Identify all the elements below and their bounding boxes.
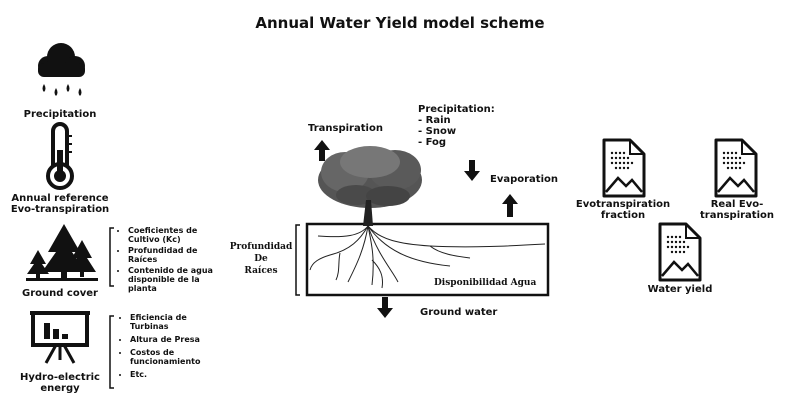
- ground-cover-list: Coeficientes de Cultivo (Kc) Profundidad…: [118, 226, 216, 295]
- thermometer-icon: [46, 122, 74, 190]
- root-depth-line2: De: [254, 254, 268, 264]
- diagram-title: Annual Water Yield model scheme: [255, 14, 545, 32]
- ground-cover-label: Ground cover: [22, 288, 98, 299]
- precipitation-types: Precipitation: - Rain - Snow - Fog: [418, 104, 495, 148]
- ground-cover-bracket: [109, 227, 114, 287]
- root-depth-line3: Raíces: [244, 266, 278, 276]
- precipitation-heading: Precipitation:: [418, 104, 495, 115]
- forest-icon: [26, 224, 98, 281]
- precipitation-label: Precipitation: [23, 109, 97, 120]
- cloud-rain-icon: [38, 43, 85, 96]
- water-availability-label: Disponibilidad Agua: [434, 278, 537, 288]
- list-item: Costos de funcionamiento: [130, 348, 216, 366]
- et-reference-label: Annual reference Evo-transpiration: [5, 193, 115, 215]
- list-item: Contenido de agua disponible de la plant…: [128, 266, 216, 293]
- real-et-label: Real Evo- transpiration: [693, 199, 781, 221]
- root-depth-bracket: [295, 224, 300, 296]
- roots-icon: [309, 225, 546, 289]
- real-et-line2: transpiration: [700, 210, 774, 221]
- precipitation-down-arrow: [464, 160, 480, 181]
- list-item: Coeficientes de Cultivo (Kc): [128, 226, 216, 244]
- list-item: Altura de Presa: [130, 335, 216, 344]
- transpiration-up-arrow: [314, 140, 330, 161]
- list-item: Profundidad de Raíces: [128, 246, 216, 264]
- list-item: Etc.: [130, 370, 216, 379]
- hydro-energy-label-line1: Hydro-electric: [20, 372, 100, 383]
- et-fraction-line1: Evotranspiration: [575, 199, 671, 210]
- et-reference-label-line2: Evo-transpiration: [10, 204, 110, 215]
- presentation-board-icon: [30, 311, 90, 364]
- evaporation-label: Evaporation: [490, 174, 559, 185]
- real-et-document-icon: [714, 138, 758, 198]
- list-item: - Snow: [418, 126, 457, 137]
- list-item: - Fog: [418, 137, 447, 148]
- real-et-line1: Real Evo-: [710, 199, 764, 210]
- root-depth-label: Profundidad De Raíces: [228, 241, 294, 277]
- transpiration-label: Transpiration: [308, 123, 383, 134]
- list-item: Eficiencia de Turbinas: [130, 313, 216, 331]
- et-fraction-label: Evotranspiration fraction: [574, 199, 672, 221]
- hydro-list: Eficiencia de Turbinas Altura de Presa C…: [118, 313, 216, 381]
- et-reference-label-line1: Annual reference: [11, 193, 109, 204]
- evaporation-up-arrow: [502, 194, 518, 217]
- hydro-energy-label-line2: energy: [40, 383, 80, 394]
- tree-icon: [318, 146, 422, 226]
- hydro-bracket: [109, 315, 114, 389]
- water-yield-label: Water yield: [647, 284, 713, 295]
- list-item: - Rain: [418, 115, 451, 126]
- ground-water-down-arrow: [377, 297, 393, 318]
- water-yield-document-icon: [658, 222, 702, 282]
- ground-water-label: Ground water: [420, 307, 498, 318]
- et-fraction-document-icon: [602, 138, 646, 198]
- root-depth-line1: Profundidad: [229, 242, 293, 252]
- et-fraction-line2: fraction: [600, 210, 646, 221]
- hydro-energy-label: Hydro-electric energy: [10, 372, 110, 394]
